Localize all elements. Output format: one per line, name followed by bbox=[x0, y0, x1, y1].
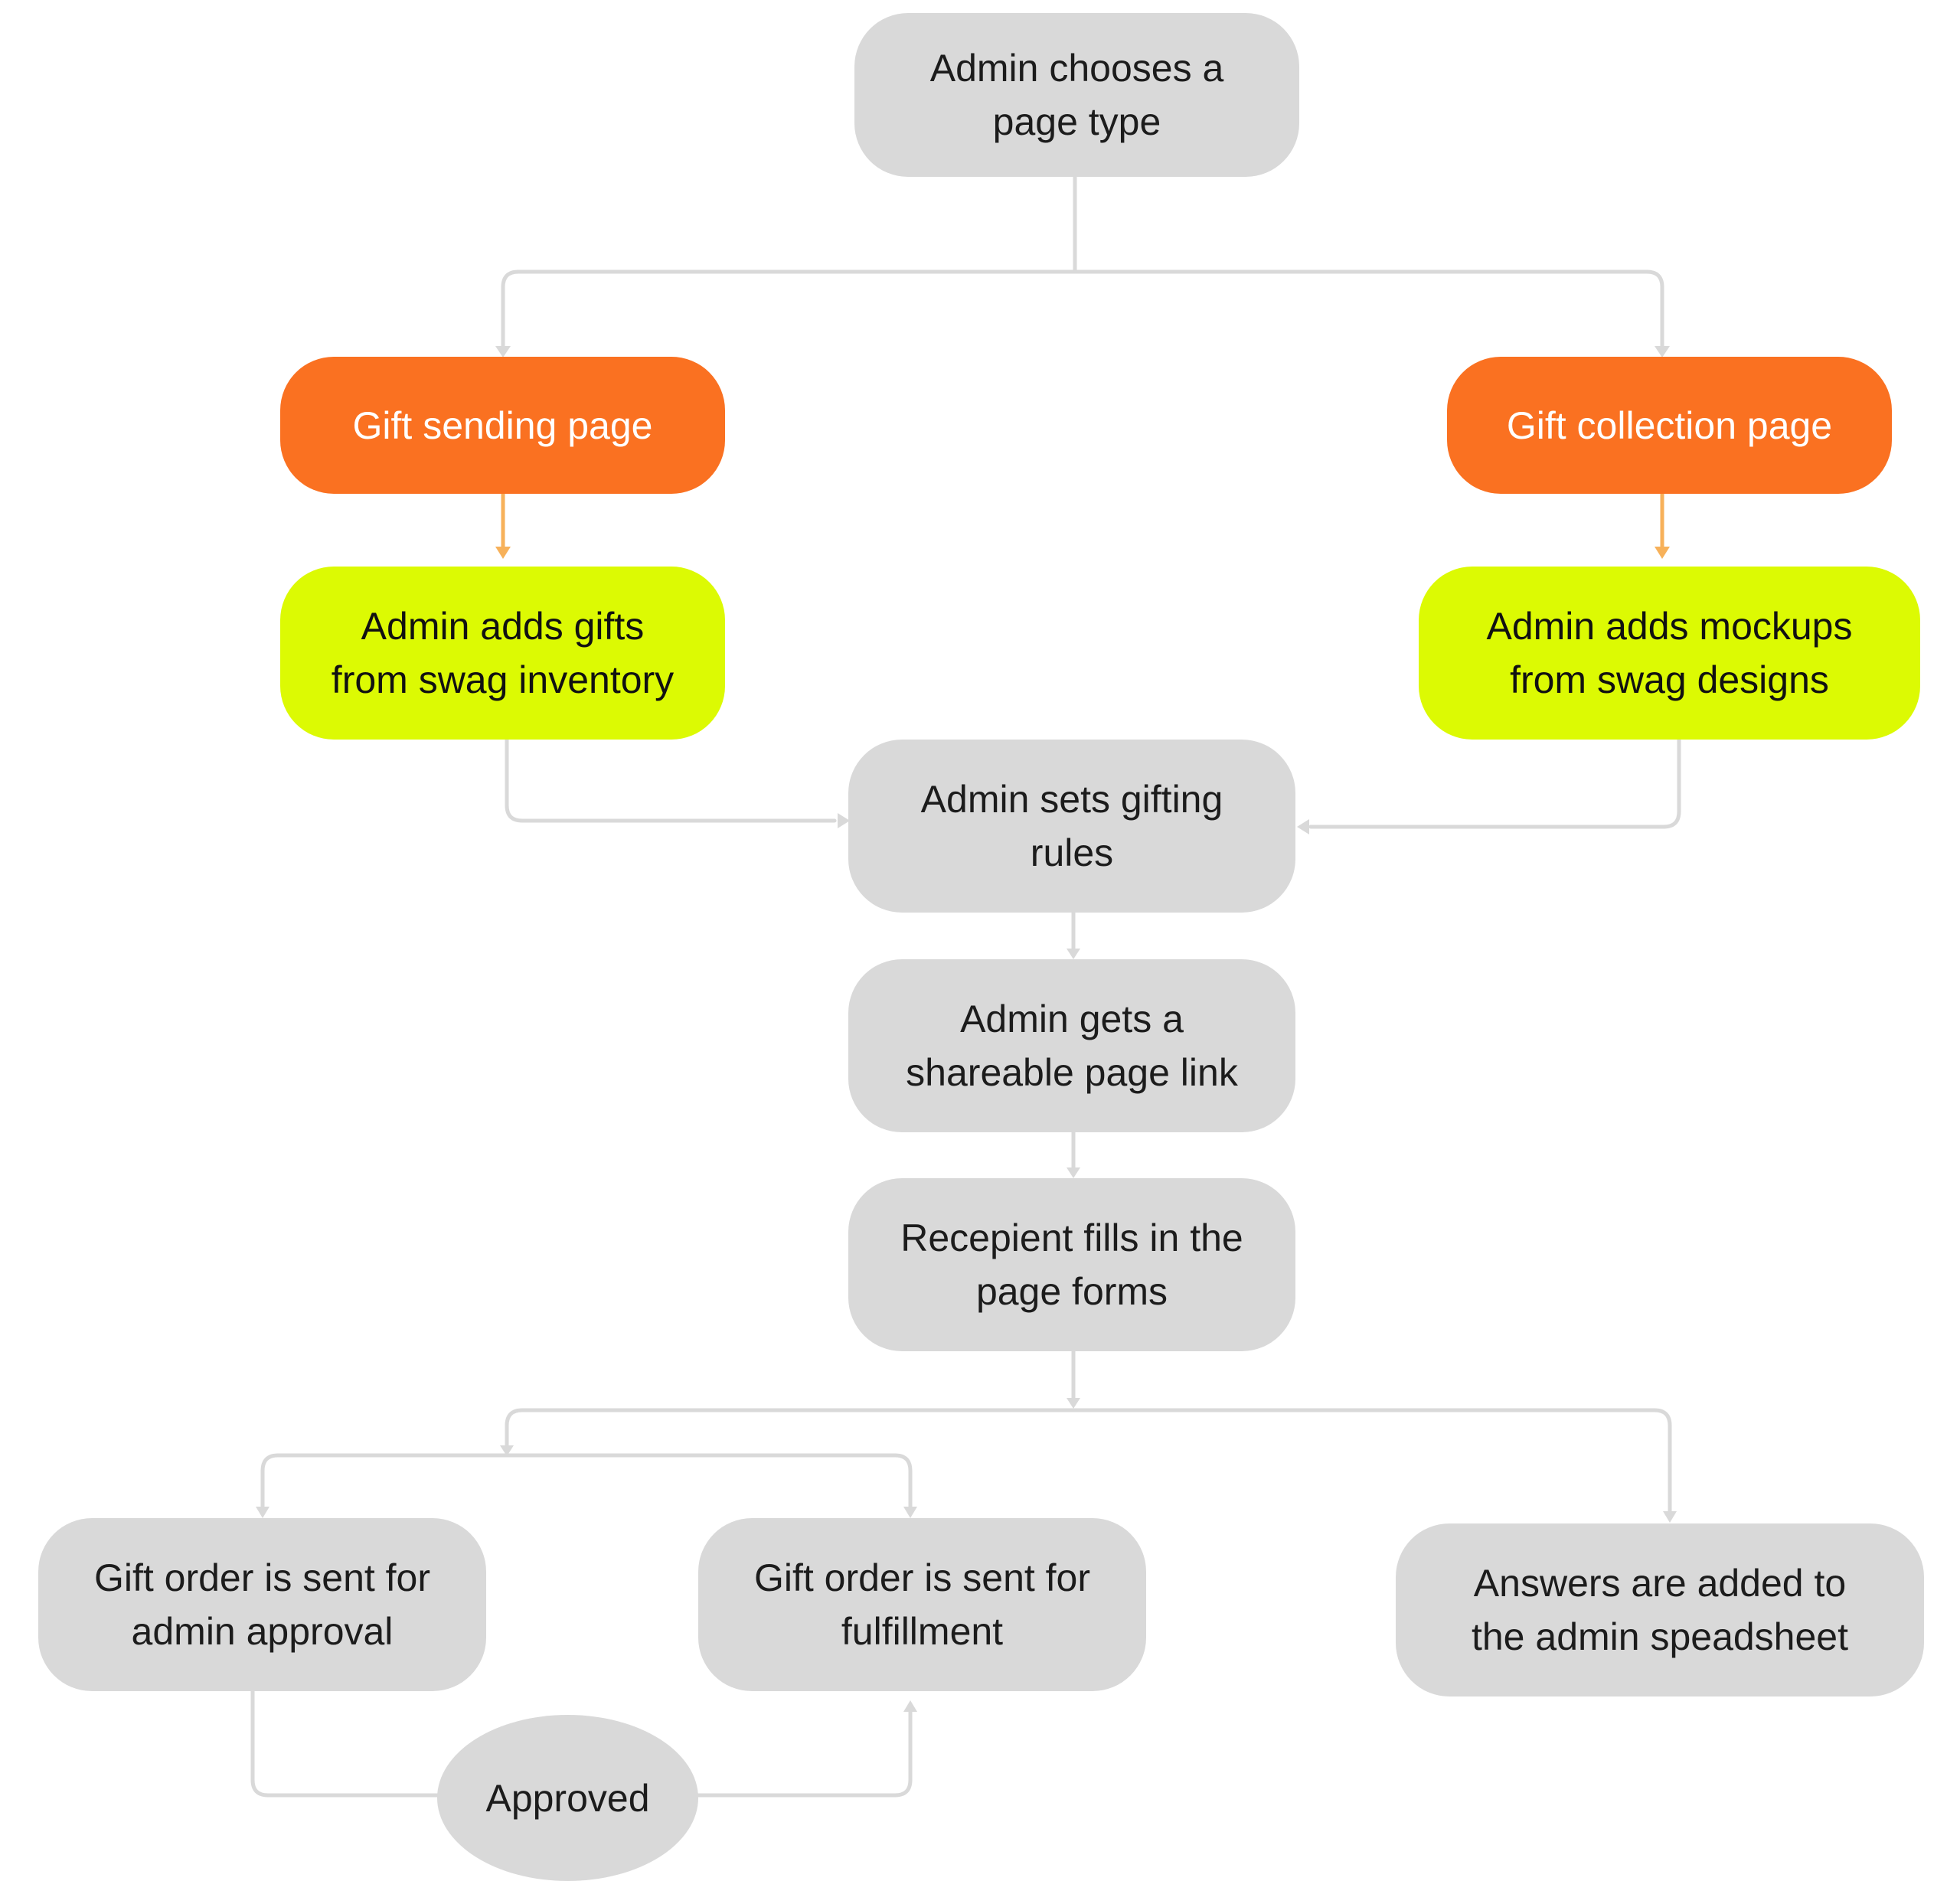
node-label: Admin adds gifts from swag inventory bbox=[331, 605, 675, 701]
connector-gifts-rules bbox=[505, 737, 837, 823]
connector-approval-approved bbox=[250, 1689, 439, 1798]
node-sent-for-admin-approval: Gift order is sent for admin approval bbox=[38, 1518, 486, 1691]
node-answers-added-to-spreadsheet: Answers are added to the admin speadshee… bbox=[1396, 1523, 1924, 1696]
node-label: Approved bbox=[485, 1776, 650, 1820]
arrowhead-to-collection bbox=[1655, 346, 1670, 358]
arrowhead-to-forms bbox=[1067, 1167, 1080, 1178]
node-admin-sets-gifting-rules: Admin sets gifting rules bbox=[848, 740, 1295, 913]
node-gift-sending-page: Gift sending page bbox=[280, 357, 725, 494]
connector-mockups-rules bbox=[1308, 737, 1681, 829]
arrowhead-to-sending bbox=[495, 346, 511, 358]
arrowhead-to-fulfill bbox=[903, 1507, 917, 1518]
connector-subsplit bbox=[260, 1453, 913, 1512]
node-label: Admin chooses a page type bbox=[929, 47, 1224, 143]
arrowhead-to-link bbox=[1067, 949, 1080, 959]
arrowhead-forms-split bbox=[1067, 1398, 1080, 1409]
arrowhead-to-answers bbox=[1663, 1511, 1677, 1523]
arrowhead-to-rules-right bbox=[1297, 819, 1309, 834]
arrowhead-approved-up bbox=[903, 1700, 917, 1712]
node-sent-for-fulfillment: Gift order is sent for fulfillment bbox=[698, 1518, 1146, 1691]
node-label: Admin sets gifting rules bbox=[920, 778, 1223, 874]
node-recipient-fills-forms: Recepient fills in the page forms bbox=[848, 1178, 1295, 1351]
arrowhead-to-rules-left bbox=[838, 813, 850, 828]
connector-bottom-horizontal bbox=[505, 1408, 1672, 1518]
node-admin-adds-gifts: Admin adds gifts from swag inventory bbox=[280, 567, 725, 740]
node-label: Gift order is sent for admin approval bbox=[93, 1556, 431, 1653]
node-label: Admin gets a shareable page link bbox=[906, 998, 1238, 1094]
node-label: Gift order is sent for fulfillment bbox=[753, 1556, 1091, 1653]
node-label: Gift collection page bbox=[1506, 403, 1833, 447]
node-admin-gets-shareable-link: Admin gets a shareable page link bbox=[848, 959, 1295, 1132]
node-admin-chooses-page-type: Admin chooses a page type bbox=[854, 13, 1299, 177]
arrowhead-to-gifts bbox=[495, 547, 511, 559]
node-label: Recepient fills in the page forms bbox=[900, 1216, 1243, 1313]
connector-approved-fulfill bbox=[696, 1706, 913, 1798]
node-label: Admin adds mockups from swag designs bbox=[1486, 605, 1853, 701]
arrowhead-to-mockups bbox=[1655, 547, 1670, 559]
node-admin-adds-mockups: Admin adds mockups from swag designs bbox=[1419, 567, 1920, 740]
node-gift-collection-page: Gift collection page bbox=[1447, 357, 1892, 494]
node-approved-decision: Approved bbox=[437, 1715, 698, 1881]
connector-split-horizontal bbox=[501, 269, 1664, 351]
node-label: Gift sending page bbox=[352, 403, 653, 447]
arrowhead-bottom-left bbox=[500, 1445, 514, 1456]
node-label: Answers are added to the admin speadshee… bbox=[1471, 1562, 1849, 1658]
arrowhead-to-approval bbox=[256, 1507, 270, 1518]
